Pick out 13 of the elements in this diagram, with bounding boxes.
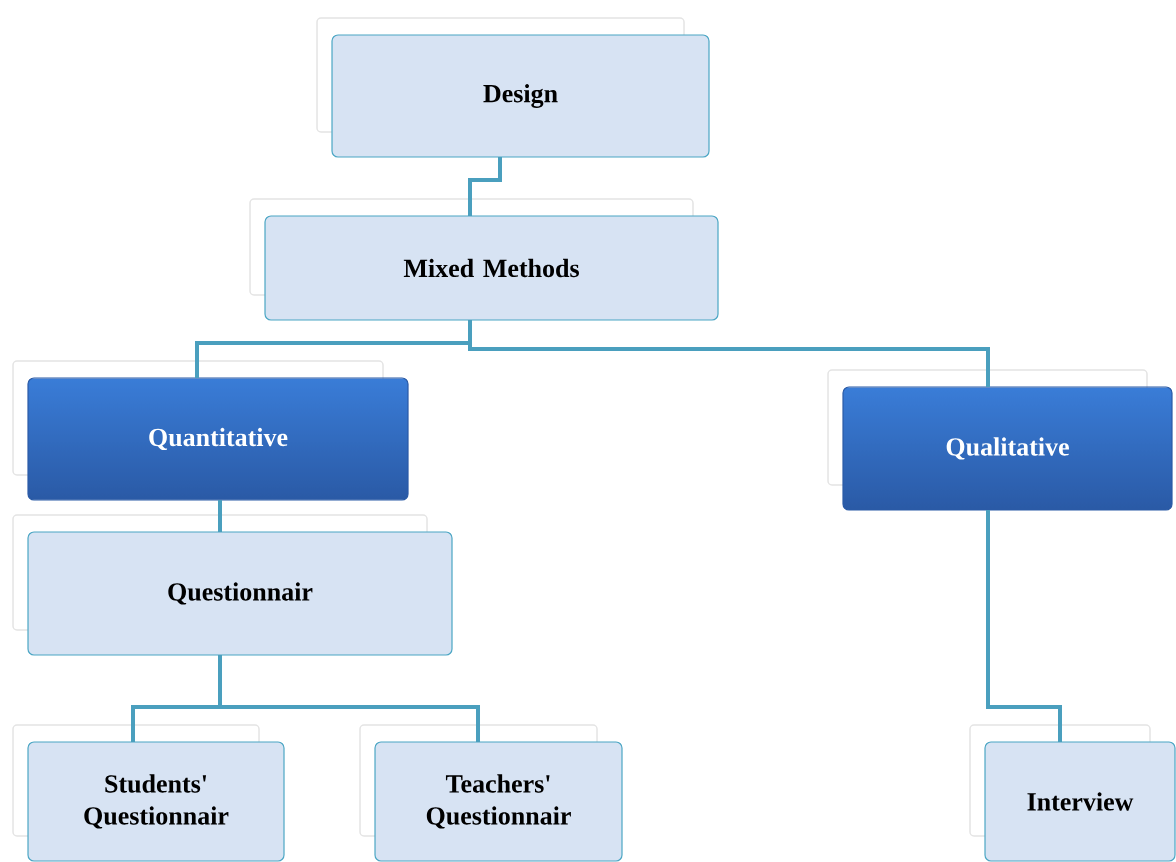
process-box: Qualitative	[827, 369, 1173, 511]
connector	[218, 500, 222, 532]
process-box: Design	[316, 17, 710, 158]
process-box: Mixed Methods	[249, 198, 719, 321]
process-box: Interview	[969, 724, 1176, 862]
process-box: Students' Questionnair	[12, 724, 285, 862]
connector	[468, 157, 502, 216]
process-box: Teachers' Questionnair	[359, 724, 623, 862]
connector	[986, 510, 1062, 742]
connector	[218, 655, 480, 742]
connector	[468, 320, 990, 387]
process-box: Quantitative	[12, 360, 409, 501]
process-box: Questionnair	[12, 514, 453, 656]
